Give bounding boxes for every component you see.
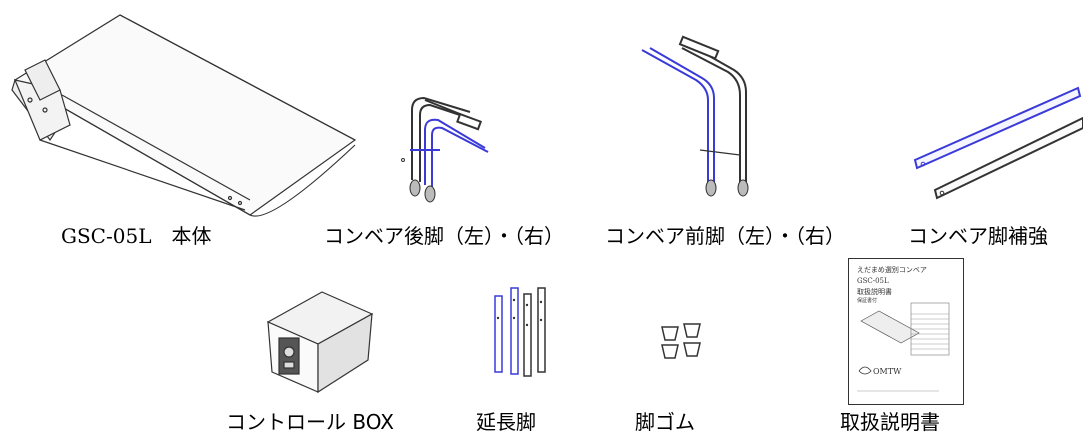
label-manual: 取扱説明書 [840,410,940,434]
manual-subtitle: 保証書付 [857,298,878,304]
label-rear-legs: コンベア後脚（左）・（右） [324,224,564,248]
manual-booklet: えだまめ選別コンベア GSC-05L 取扱説明書 保証書付 OMTW [848,258,964,405]
label-reinforcement: コンベア脚補強 [908,224,1048,248]
label-rubber-feet: 脚ゴム [635,410,695,434]
label-main-body: GSC-05L 本体 [61,224,212,248]
manual-conveyor-thumbnail [857,302,950,392]
label-extension-legs: 延長脚 [476,410,536,434]
manual-title-line3: 取扱説明書 [857,288,892,296]
manual-brand: OMTW [873,367,902,376]
manual-title-line1: えだまめ選別コンベア [857,266,927,274]
manual-title-line2: GSC-05L [857,277,889,285]
label-front-legs: コンベア前脚（左）・（右） [605,224,845,248]
label-control-box: コントロール BOX [226,410,394,434]
